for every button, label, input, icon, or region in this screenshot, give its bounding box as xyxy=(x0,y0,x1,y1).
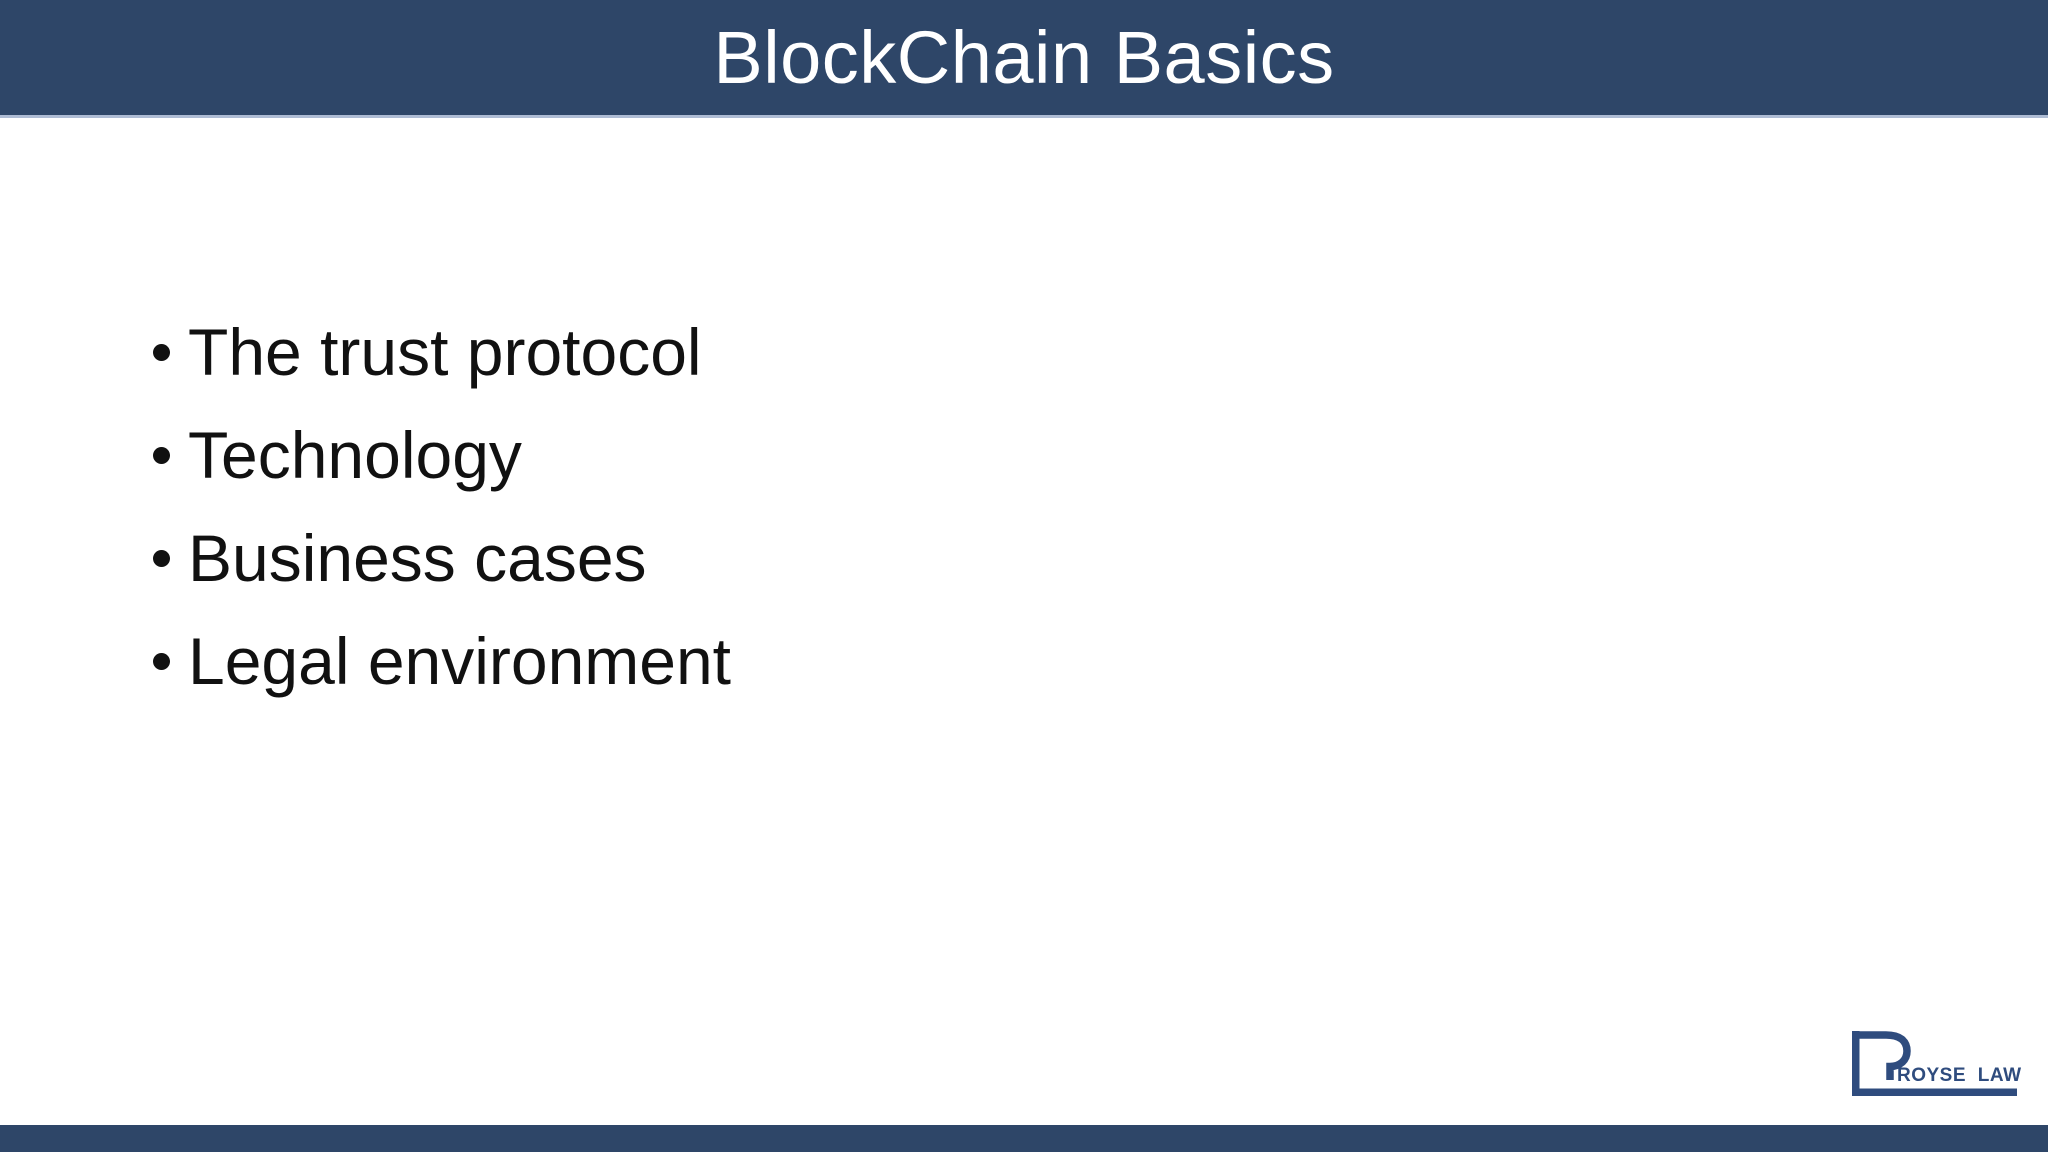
bullet-item: Legal environment xyxy=(153,610,731,713)
bullet-text: The trust protocol xyxy=(188,315,702,389)
bullet-dot-icon xyxy=(153,653,170,670)
slide-title: BlockChain Basics xyxy=(713,16,1335,99)
logo-wordmark: ROYSE LAW xyxy=(1897,1065,2022,1086)
bullet-dot-icon xyxy=(153,344,170,361)
bullet-item: Technology xyxy=(153,404,731,507)
footer-bar xyxy=(0,1125,2048,1152)
bullet-dot-icon xyxy=(153,447,170,464)
title-bar: BlockChain Basics xyxy=(0,0,2048,118)
bullet-text: Technology xyxy=(188,418,522,492)
bullet-text: Legal environment xyxy=(188,624,732,698)
bullet-text: Business cases xyxy=(188,521,647,595)
royse-law-logo: ROYSE LAW xyxy=(1850,1030,2022,1102)
bullet-dot-icon xyxy=(153,550,170,567)
logo-r-icon xyxy=(1852,1031,2017,1096)
bullet-list: The trust protocol Technology Business c… xyxy=(153,301,731,713)
bullet-item: The trust protocol xyxy=(153,301,731,404)
bullet-item: Business cases xyxy=(153,507,731,610)
